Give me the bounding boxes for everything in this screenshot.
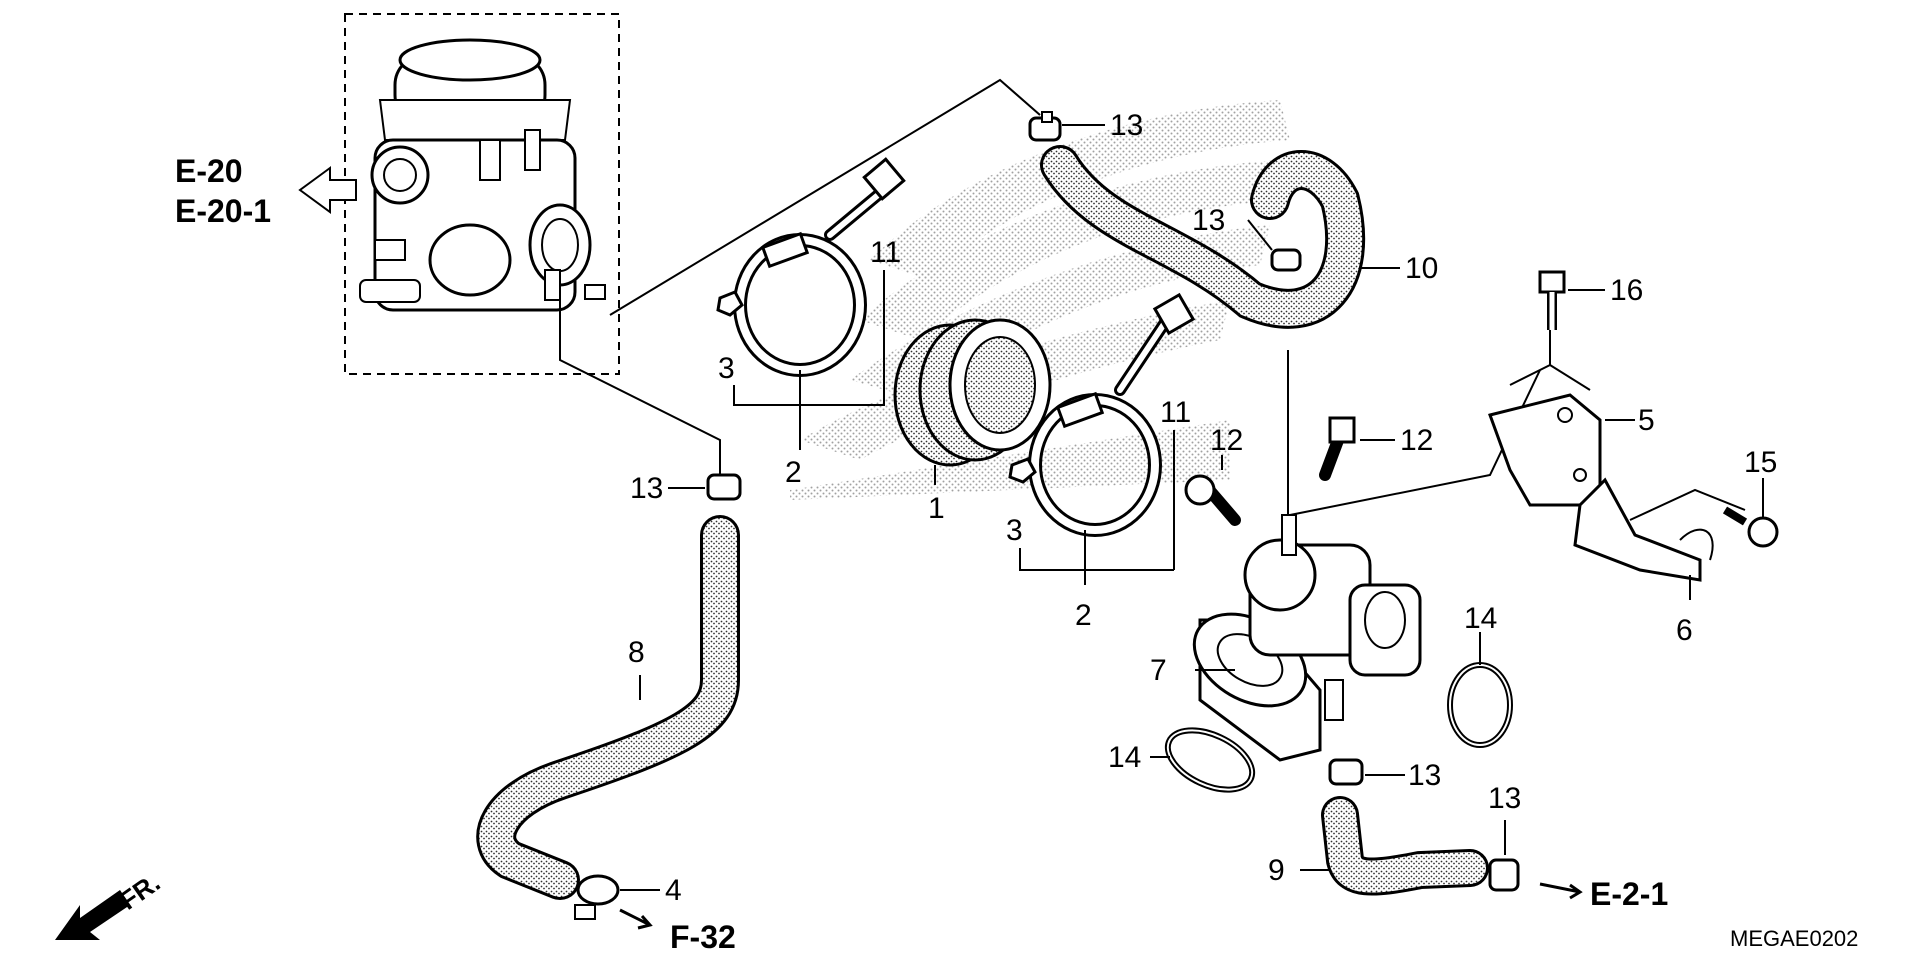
hose-8 <box>476 515 740 900</box>
callout-12-right: 12 <box>1400 424 1433 457</box>
bolt-15 <box>1722 506 1779 548</box>
callout-13-hose10: 13 <box>1192 204 1225 237</box>
callout-14-right: 14 <box>1464 602 1497 635</box>
stay-6 <box>1573 477 1714 582</box>
callout-2-upper: 2 <box>785 456 802 489</box>
intake-rubber-1 <box>893 318 1052 467</box>
bolt-12-middle <box>1184 474 1241 526</box>
arrow-left-outline-icon <box>298 166 357 214</box>
callout-3-upper: 3 <box>718 352 735 385</box>
intake-manifold-7 <box>1192 514 1422 762</box>
nut-3-upper <box>716 290 744 317</box>
reference-e2-1[interactable]: E-2-1 <box>1590 876 1668 912</box>
callout-12-middle: 12 <box>1210 424 1243 457</box>
bolt-16 <box>1538 270 1566 330</box>
bracket-5 <box>1488 393 1602 507</box>
hose-clip-13-hose10 <box>1270 248 1302 272</box>
callout-7: 7 <box>1150 654 1167 687</box>
hose-clip-13-top <box>1028 111 1062 142</box>
bolt-11-upper <box>824 157 906 241</box>
reference-e20[interactable]: E-20 <box>175 153 243 189</box>
hose-clip-13-lower <box>1328 758 1364 786</box>
callout-14-left: 14 <box>1108 741 1141 774</box>
nut-3-lower <box>1008 457 1037 484</box>
hose-clip-13-right <box>1488 858 1520 892</box>
callout-11-lower: 11 <box>1160 396 1191 429</box>
callout-5: 5 <box>1638 404 1655 437</box>
callout-10: 10 <box>1405 252 1438 285</box>
callout-1: 1 <box>928 492 945 525</box>
callout-15: 15 <box>1744 446 1777 479</box>
carburetor-reference-box <box>344 13 620 375</box>
callout-11-upper: 11 <box>870 236 901 269</box>
callout-2-lower: 2 <box>1075 599 1092 632</box>
front-arrow-icon <box>55 890 130 940</box>
callout-13-lower: 13 <box>1408 759 1441 792</box>
carburetor-assembly <box>359 38 606 312</box>
callout-3-lower: 3 <box>1006 514 1023 547</box>
clamp-band-2-upper <box>733 231 867 377</box>
callout-9: 9 <box>1268 854 1285 887</box>
callout-13-top: 13 <box>1110 109 1143 142</box>
reference-f32[interactable]: F-32 <box>670 919 736 955</box>
callout-16: 16 <box>1610 274 1643 307</box>
hose-clip-13-left <box>706 473 742 501</box>
bolt-11-lower <box>1114 292 1196 396</box>
clamp-band-2-lower <box>1028 391 1162 537</box>
hose-clip-4 <box>574 874 620 920</box>
arrow-e2-1-icon <box>1539 882 1583 900</box>
callout-6: 6 <box>1676 614 1693 647</box>
callout-4: 4 <box>665 874 682 907</box>
reference-e20-1[interactable]: E-20-1 <box>175 193 271 229</box>
bolt-12-right <box>1319 416 1356 481</box>
callout-13-right: 13 <box>1488 782 1521 815</box>
arrow-f32-icon <box>619 908 653 930</box>
callout-13-left: 13 <box>630 472 663 505</box>
callout-8: 8 <box>628 636 645 669</box>
diagram-code: MEGAE0202 <box>1730 926 1858 951</box>
